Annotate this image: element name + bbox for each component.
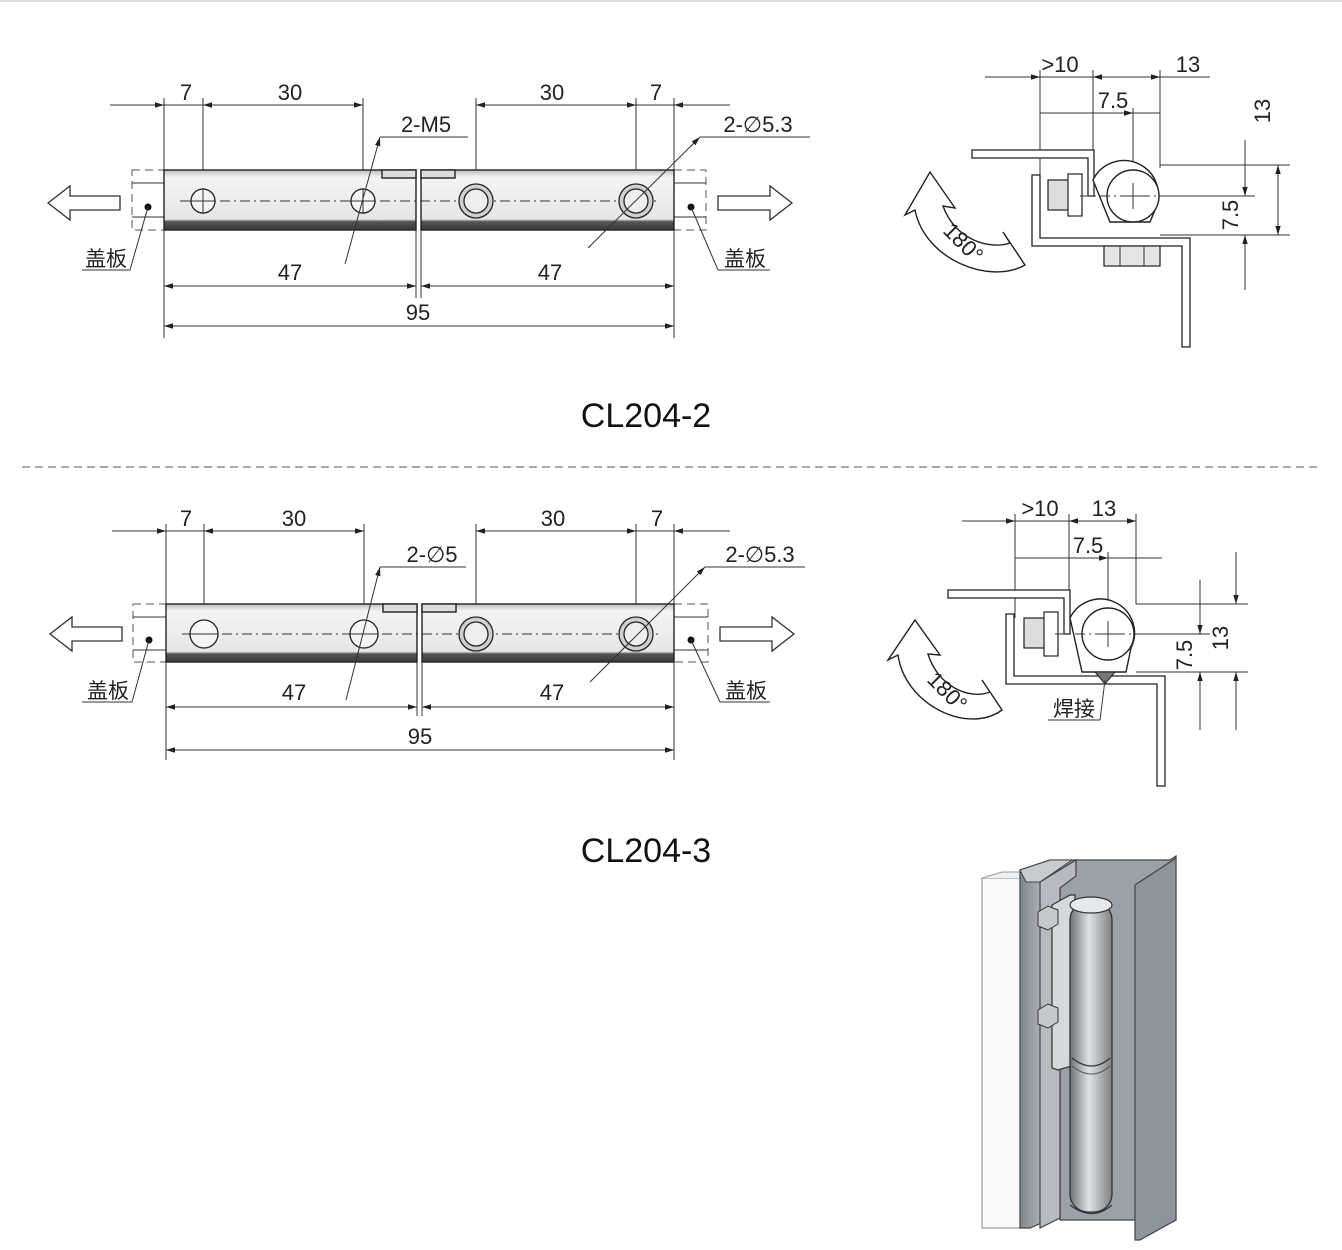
rotation-arrow-icon: [885, 618, 1003, 720]
dim-left-edge: 7: [180, 80, 192, 105]
dim-height-half: 7.5: [1172, 640, 1197, 671]
dim-height: 13: [1250, 99, 1275, 123]
hinge-pin: [1069, 901, 1113, 1213]
hinge-3d-render: [981, 854, 1177, 1241]
weld-label: 焊接: [1053, 697, 1095, 721]
right-arrow-icon: [717, 184, 794, 222]
hole: [623, 621, 649, 647]
top-side-view: >10 13 7.5 13 7.5 180°: [903, 52, 1290, 348]
dim-clearance: >10: [1041, 52, 1078, 77]
cover-label-right: 盖板: [725, 679, 767, 703]
hole-note-left: 2-M5: [401, 112, 451, 137]
dim-total: 95: [408, 724, 432, 749]
cover-label-left: 盖板: [85, 247, 127, 271]
dim-width: 13: [1092, 496, 1116, 521]
dim-height: 13: [1208, 626, 1233, 650]
top-front-view: 7 30 30 7 2-M5 2-∅5.3: [46, 80, 810, 338]
dim-offset: 7.5: [1098, 88, 1129, 113]
hole-note-left: 2-∅5: [407, 542, 458, 567]
dim-right-edge: 7: [651, 506, 663, 531]
dim-right-pitch: 30: [540, 80, 564, 105]
hole-note-right: 2-∅5.3: [723, 112, 792, 137]
hole: [463, 621, 489, 647]
dim-half-left: 47: [282, 680, 306, 705]
dim-clearance: >10: [1021, 496, 1058, 521]
hole: [463, 188, 489, 214]
left-arrow-icon: [46, 184, 121, 222]
dim-width: 13: [1176, 52, 1200, 77]
dim-left-edge: 7: [180, 506, 192, 531]
dim-half-left: 47: [278, 260, 302, 285]
dim-left-pitch: 30: [282, 506, 306, 531]
dim-half-right: 47: [538, 260, 562, 285]
dim-left-pitch: 30: [278, 80, 302, 105]
dim-right-pitch: 30: [541, 506, 565, 531]
hole-note-right: 2-∅5.3: [725, 542, 794, 567]
cover-label-left: 盖板: [87, 679, 129, 703]
dim-offset: 7.5: [1073, 533, 1104, 558]
cover-label-right: 盖板: [724, 247, 766, 271]
bottom-front-view: 7 30 30 7 2-∅5 2-∅5.3 盖板: [48, 506, 805, 760]
dim-height-half: 7.5: [1218, 200, 1243, 231]
model-label-bottom: CL204-3: [581, 832, 711, 870]
rotation-arrow-icon: [903, 170, 1026, 273]
dim-total: 95: [406, 300, 430, 325]
dim-right-edge: 7: [650, 80, 662, 105]
bottom-side-view: >10 13 7.5 13 7.5 焊接 180°: [885, 496, 1248, 787]
right-arrow-icon: [719, 615, 796, 653]
model-label-top: CL204-2: [581, 397, 711, 435]
left-arrow-icon: [48, 615, 123, 653]
dim-half-right: 47: [540, 680, 564, 705]
